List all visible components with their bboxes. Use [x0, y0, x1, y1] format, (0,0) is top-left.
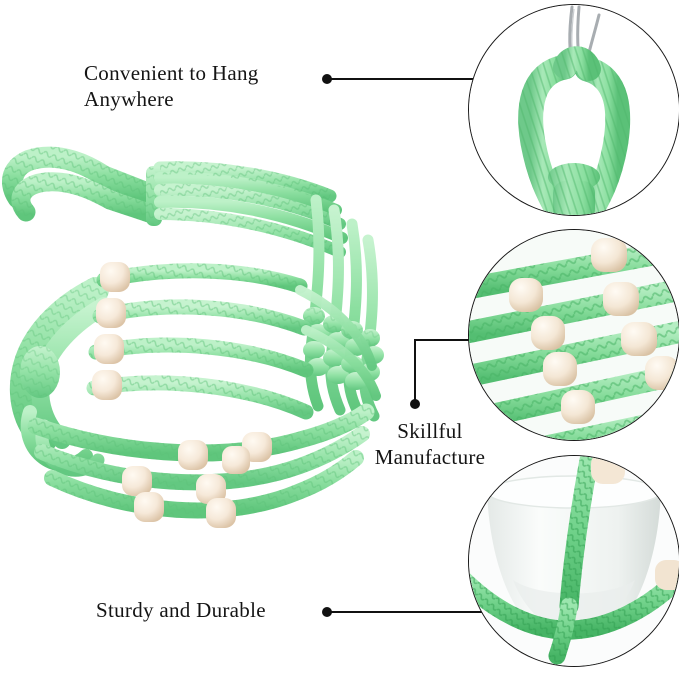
feature-label-sturdy-and-durable: Sturdy and Durable: [96, 598, 266, 622]
leader-sturdy: [322, 607, 502, 617]
inset-photo-beads-closeup: [468, 229, 679, 441]
feature-label-skillful-manufacture: Skillful Manufacture: [374, 419, 486, 469]
main-product-photo: [0, 140, 420, 570]
inset-photo-hanging-loop: [468, 4, 679, 216]
feature-label-convenient-to-hang: Convenient to Hang Anywhere: [84, 61, 259, 111]
inset-photo-pot-in-hanger: [468, 455, 679, 667]
